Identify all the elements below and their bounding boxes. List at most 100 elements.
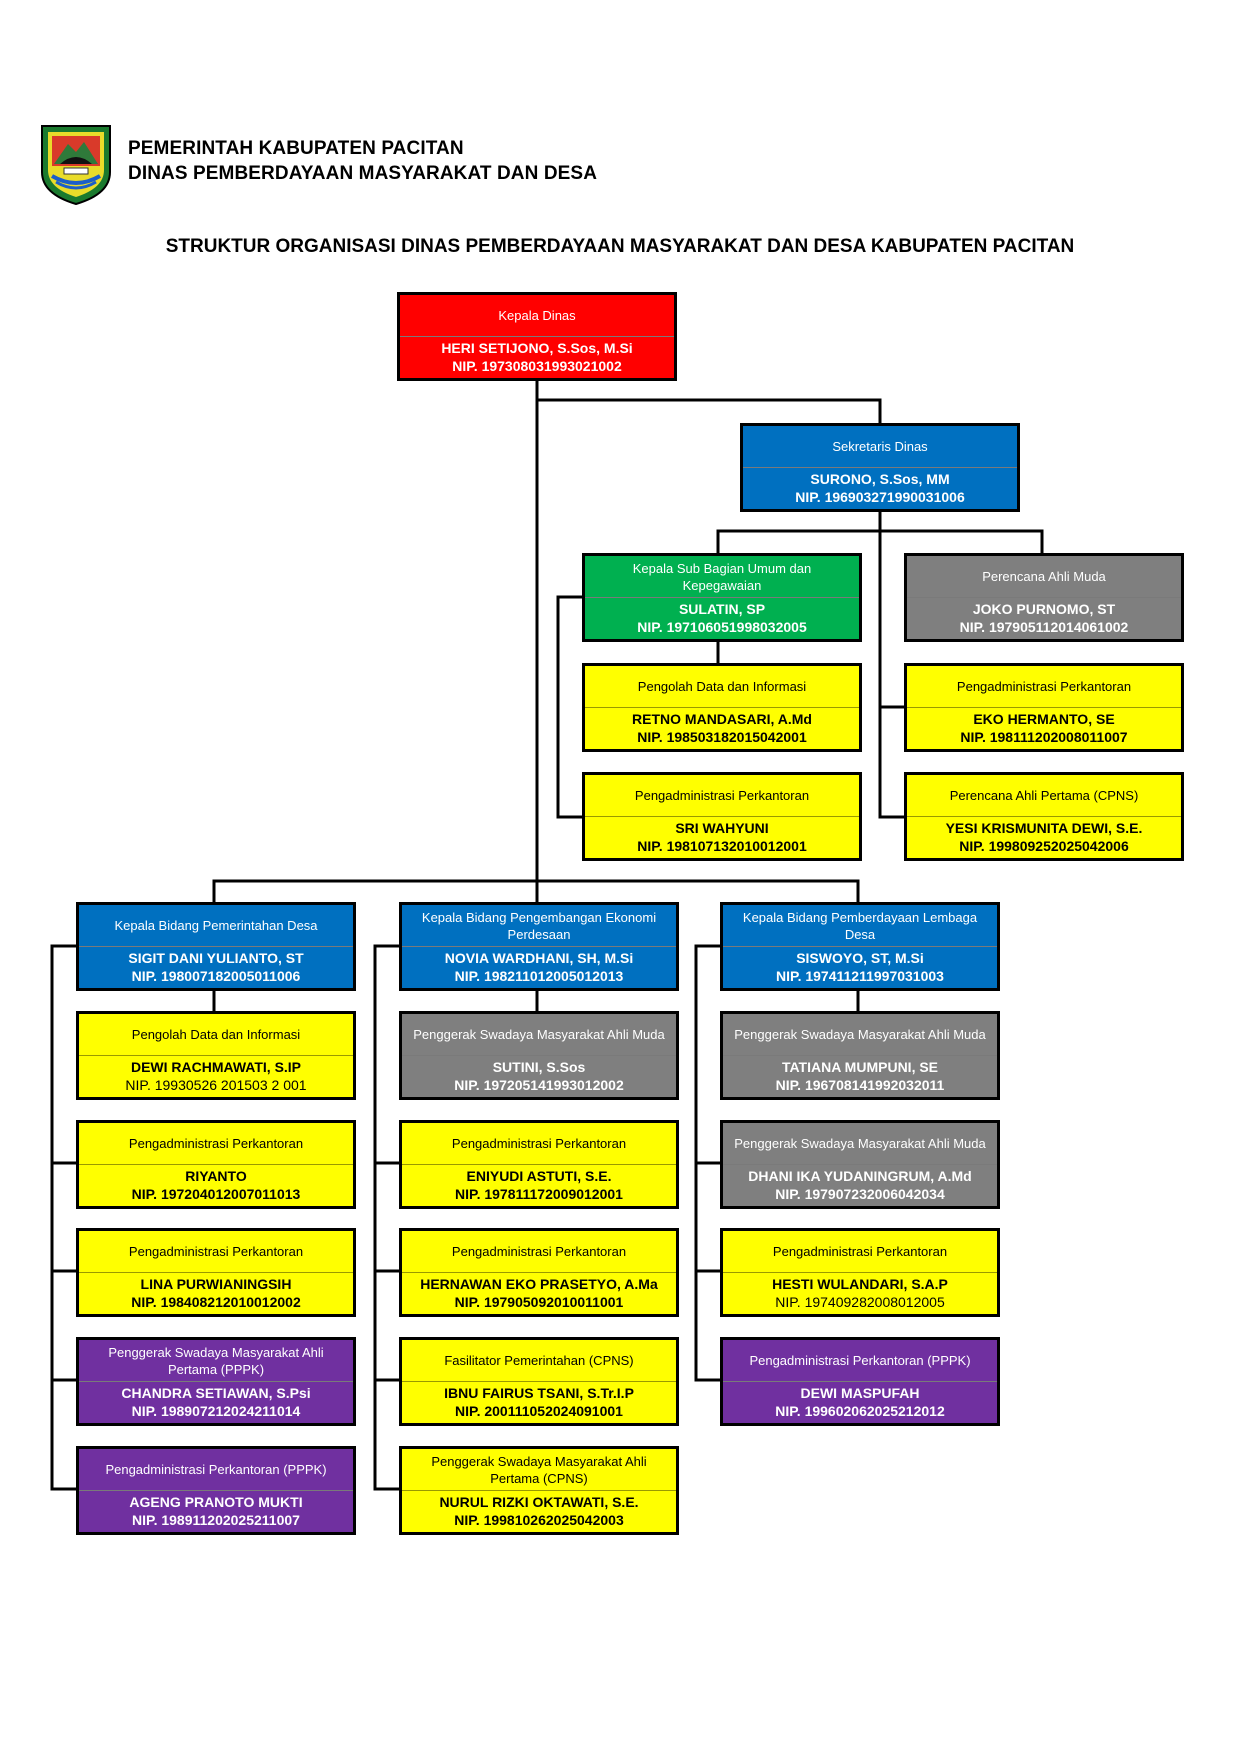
official-nip: NIP. 196903271990031006: [795, 489, 965, 505]
official-nip: NIP. 199810262025042003: [454, 1512, 624, 1528]
official-name: SULATIN, SP: [678, 601, 766, 617]
box-perencana-ahli-muda: Perencana Ahli Muda JOKO PURNOMO, ST NIP…: [904, 553, 1184, 642]
official-name: JOKO PURNOMO, ST: [972, 601, 1116, 617]
official-nip: NIP. 198007182005011006: [131, 968, 301, 984]
official-name: HERNAWAN EKO PRASETYO, A.Ma: [420, 1276, 658, 1292]
official-name: SISWOYO, ST, M.Si: [796, 950, 924, 966]
official-name: YESI KRISMUNITA DEWI, S.E.: [945, 820, 1143, 836]
box-pemdes-staff-1: Pengolah Data dan Informasi DEWI RACHMAW…: [76, 1011, 356, 1100]
box-pemdes-staff-5: Pengadministrasi Perkantoran (PPPK) AGEN…: [76, 1446, 356, 1535]
position-title: Kepala Bidang Pemberdayaan Lembaga Desa: [723, 905, 997, 947]
official-name: HESTI WULANDARI, S.A.P: [772, 1276, 948, 1292]
official-nip: NIP. 198911202025211007: [132, 1512, 300, 1528]
position-title: Perencana Ahli Muda: [907, 556, 1181, 598]
official-name: RETNO MANDASARI, A.Md: [632, 711, 812, 727]
official-nip: NIP. 198111202008011007: [960, 729, 1128, 745]
box-ekonomi-staff-4: Fasilitator Pemerintahan (CPNS) IBNU FAI…: [399, 1337, 679, 1426]
official-name: IBNU FAIRUS TSANI, S.Tr.I.P: [444, 1385, 634, 1401]
box-pemdes-staff-4: Penggerak Swadaya Masyarakat Ahli Pertam…: [76, 1337, 356, 1426]
official-name: NURUL RIZKI OKTAWATI, S.E.: [439, 1494, 639, 1510]
official-name: CHANDRA SETIAWAN, S.Psi: [121, 1385, 311, 1401]
official-name: LINA PURWIANINGSIH: [140, 1276, 292, 1292]
official-nip: NIP. 198408212010012002: [131, 1294, 301, 1310]
position-title: Kepala Bidang Pemerintahan Desa: [79, 905, 353, 947]
official-nip: NIP. 199809252025042006: [959, 838, 1129, 854]
official-name: HERI SETIJONO, S.Sos, M.Si: [441, 340, 633, 356]
official-name: ENIYUDI ASTUTI, S.E.: [466, 1168, 612, 1184]
official-nip: NIP. 197106051998032005: [637, 619, 807, 635]
official-nip: NIP. 197204012007011013: [131, 1186, 301, 1202]
box-kepala-dinas: Kepala Dinas HERI SETIJONO, S.Sos, M.Si …: [397, 292, 677, 381]
box-kabid-ekonomi-perdesaan: Kepala Bidang Pengembangan Ekonomi Perde…: [399, 902, 679, 991]
page-title: STRUKTUR ORGANISASI DINAS PEMBERDAYAAN M…: [165, 236, 1075, 257]
position-title: Pengadministrasi Perkantoran: [79, 1231, 353, 1273]
position-title: Pengadministrasi Perkantoran: [907, 666, 1181, 708]
official-nip: NIP. 197205141993012002: [454, 1077, 624, 1093]
header-agency-name: DINAS PEMBERDAYAAN MASYARAKAT DAN DESA: [128, 163, 598, 184]
position-title: Penggerak Swadaya Masyarakat Ahli Muda: [723, 1014, 997, 1056]
box-kabid-lembaga-desa: Kepala Bidang Pemberdayaan Lembaga Desa …: [720, 902, 1000, 991]
position-title: Kepala Bidang Pengembangan Ekonomi Perde…: [402, 905, 676, 947]
box-kabid-pemerintahan-desa: Kepala Bidang Pemerintahan Desa SIGIT DA…: [76, 902, 356, 991]
official-nip: NIP. 197308031993021002: [452, 358, 622, 374]
box-ekonomi-staff-3: Pengadministrasi Perkantoran HERNAWAN EK…: [399, 1228, 679, 1317]
box-ekonomi-staff-1: Penggerak Swadaya Masyarakat Ahli Muda S…: [399, 1011, 679, 1100]
position-title: Pengolah Data dan Informasi: [585, 666, 859, 708]
position-title: Sekretaris Dinas: [743, 426, 1017, 468]
box-subag-pengolah-data: Pengolah Data dan Informasi RETNO MANDAS…: [582, 663, 862, 752]
position-title: Pengadministrasi Perkantoran: [585, 775, 859, 817]
position-title: Pengadministrasi Perkantoran: [723, 1231, 997, 1273]
official-name: SIGIT DANI YULIANTO, ST: [128, 950, 304, 966]
official-name: AGENG PRANOTO MUKTI: [129, 1494, 303, 1510]
official-nip: NIP. 197811172009012001: [455, 1186, 623, 1202]
official-name: RIYANTO: [185, 1168, 247, 1184]
official-nip: NIP. 198503182015042001: [637, 729, 807, 745]
box-lembaga-staff-4: Pengadministrasi Perkantoran (PPPK) DEWI…: [720, 1337, 1000, 1426]
box-lembaga-staff-1: Penggerak Swadaya Masyarakat Ahli Muda T…: [720, 1011, 1000, 1100]
official-nip: NIP. 197907232006042034: [775, 1186, 945, 1202]
position-title: Kepala Sub Bagian Umum dan Kepegawaian: [585, 556, 859, 598]
official-name: SURONO, S.Sos, MM: [810, 471, 950, 487]
box-perencana-ahli-pertama: Perencana Ahli Pertama (CPNS) YESI KRISM…: [904, 772, 1184, 861]
official-nip: NIP. 198107132010012001: [637, 838, 807, 854]
position-title: Penggerak Swadaya Masyarakat Ahli Pertam…: [79, 1340, 353, 1382]
box-subag-pengadministrasi: Pengadministrasi Perkantoran SRI WAHYUNI…: [582, 772, 862, 861]
box-perencana-pengadministrasi: Pengadministrasi Perkantoran EKO HERMANT…: [904, 663, 1184, 752]
official-nip: NIP. 196708141992032011: [775, 1077, 945, 1093]
official-nip: NIP. 198211012005012013: [454, 968, 624, 984]
box-kasubag-umum: Kepala Sub Bagian Umum dan Kepegawaian S…: [582, 553, 862, 642]
official-nip: NIP. 199602062025212012: [775, 1403, 945, 1419]
box-pemdes-staff-3: Pengadministrasi Perkantoran LINA PURWIA…: [76, 1228, 356, 1317]
official-name: DEWI RACHMAWATI, S.IP: [130, 1059, 302, 1075]
official-name: EKO HERMANTO, SE: [973, 711, 1115, 727]
box-lembaga-staff-3: Pengadministrasi Perkantoran HESTI WULAN…: [720, 1228, 1000, 1317]
box-ekonomi-staff-5: Penggerak Swadaya Masyarakat Ahli Pertam…: [399, 1446, 679, 1535]
position-title: Penggerak Swadaya Masyarakat Ahli Pertam…: [402, 1449, 676, 1491]
official-name: NOVIA WARDHANI, SH, M.Si: [444, 950, 634, 966]
official-name: DHANI IKA YUDANINGRUM, A.Md: [748, 1168, 972, 1184]
official-nip: NIP. 197411211997031003: [776, 968, 944, 984]
official-nip: NIP. 197409282008012005: [775, 1294, 945, 1310]
position-title: Penggerak Swadaya Masyarakat Ahli Muda: [402, 1014, 676, 1056]
position-title: Pengadministrasi Perkantoran: [402, 1231, 676, 1273]
official-name: SRI WAHYUNI: [675, 820, 769, 836]
position-title: Pengolah Data dan Informasi: [79, 1014, 353, 1056]
position-title: Pengadministrasi Perkantoran: [79, 1123, 353, 1165]
position-title: Pengadministrasi Perkantoran (PPPK): [79, 1449, 353, 1491]
official-nip: NIP. 197905092010011001: [454, 1294, 624, 1310]
pacitan-regency-emblem: [41, 125, 111, 206]
official-name: DEWI MASPUFAH: [800, 1385, 920, 1401]
position-title: Pengadministrasi Perkantoran: [402, 1123, 676, 1165]
official-nip: NIP. 200111052024091001: [455, 1403, 623, 1419]
box-sekretaris-dinas: Sekretaris Dinas SURONO, S.Sos, MM NIP. …: [740, 423, 1020, 512]
position-title: Kepala Dinas: [400, 295, 674, 337]
position-title: Perencana Ahli Pertama (CPNS): [907, 775, 1181, 817]
position-title: Pengadministrasi Perkantoran (PPPK): [723, 1340, 997, 1382]
box-ekonomi-staff-2: Pengadministrasi Perkantoran ENIYUDI AST…: [399, 1120, 679, 1209]
official-name: SUTINI, S.Sos: [492, 1059, 586, 1075]
header-government-name: PEMERINTAH KABUPATEN PACITAN: [128, 138, 464, 159]
official-nip: NIP. 197905112014061002: [959, 619, 1129, 635]
box-pemdes-staff-2: Pengadministrasi Perkantoran RIYANTO NIP…: [76, 1120, 356, 1209]
position-title: Penggerak Swadaya Masyarakat Ahli Muda: [723, 1123, 997, 1165]
